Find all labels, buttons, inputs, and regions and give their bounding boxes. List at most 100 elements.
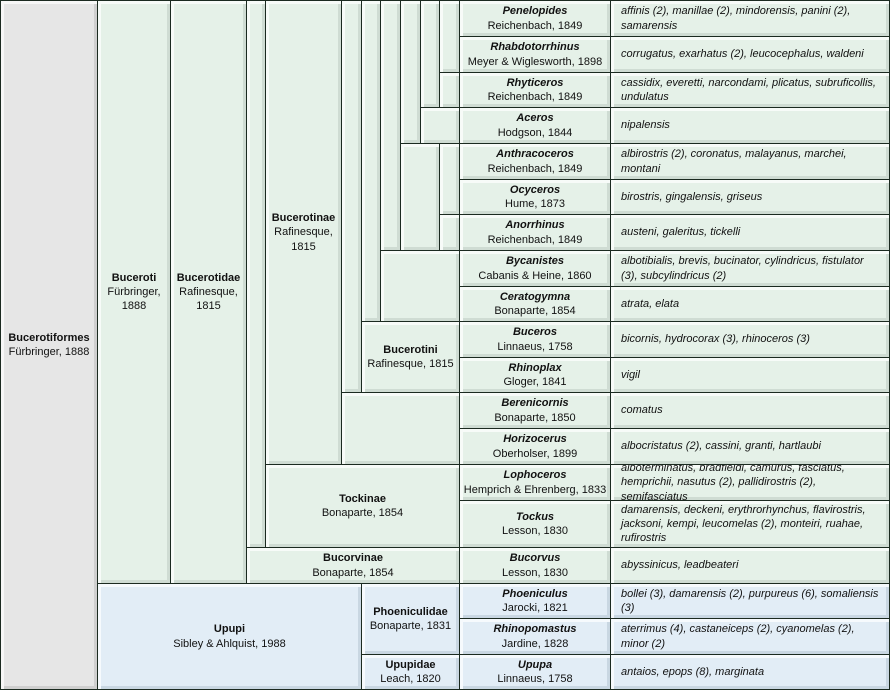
- suborder-buceroti: Buceroti Fürbringer, 1888: [97, 0, 171, 584]
- taxon-author: Rafinesque, 1815: [367, 358, 454, 370]
- species-list: nipalensis: [610, 107, 890, 144]
- genus-name: Aceros: [516, 112, 554, 125]
- taxon-name: Bucerotinae: [271, 212, 336, 225]
- suborder-upupi: Upupi Sibley & Ahlquist, 1988: [97, 583, 362, 690]
- genus-author: Bonaparte, 1854: [494, 305, 576, 317]
- genus-name: Bycanistes: [505, 255, 565, 268]
- species-text: affinis (2), manillae (2), mindorensis, …: [621, 5, 851, 32]
- species-text: aterrimus (4), castaneiceps (2), cyanome…: [621, 623, 855, 650]
- species-text: abyssinicus, leadbeateri: [621, 559, 739, 572]
- taxon-name: Bucerotidae: [176, 271, 241, 284]
- taxon-author: Bonaparte, 1831: [369, 620, 452, 632]
- species-list: bollei (3), damarensis (2), purpureus (6…: [610, 583, 890, 619]
- clade-strip: [439, 0, 460, 73]
- species-list: albirostris (2), coronatus, malayanus, m…: [610, 143, 890, 180]
- genus-author: Cabanis & Heine, 1860: [478, 269, 592, 282]
- species-text: bollei (3), damarensis (2), purpureus (6…: [621, 587, 879, 614]
- species-list: cassidix, everetti, narcondami, plicatus…: [610, 72, 890, 108]
- taxon-author: Bonaparte, 1854: [312, 566, 394, 579]
- order-box: Bucerotiformes Fürbringer, 1888: [0, 0, 98, 690]
- genus-author: Oberholser, 1899: [492, 447, 578, 460]
- clade-box: [341, 392, 460, 465]
- taxon-name: Upupi: [213, 623, 246, 636]
- taxon-author: Leach, 1820: [380, 673, 441, 685]
- clade-strip: [439, 72, 460, 108]
- species-text: bicornis, hydrocorax (3), rhinoceros (3): [621, 333, 810, 346]
- genus-name: Anthracoceros: [496, 148, 574, 161]
- taxon-name: Bucorvinae: [323, 552, 383, 565]
- genus-name: Anorrhinus: [505, 219, 565, 232]
- genus-author: Reichenbach, 1849: [487, 233, 583, 246]
- species-list: corrugatus, exarhatus (2), leucocephalus…: [610, 36, 890, 73]
- clade-strip: [400, 0, 421, 144]
- genus-name: Penelopides: [502, 5, 568, 18]
- genus-name: Horizocerus: [503, 433, 567, 446]
- clade-box: [400, 143, 440, 251]
- genus-author: Linnaeus, 1758: [497, 673, 573, 685]
- species-text: damarensis, deckeni, erythrorhynchus, fl…: [621, 503, 866, 545]
- species-list: austeni, galeritus, tickelli: [610, 214, 890, 251]
- species-text: albirostris (2), coronatus, malayanus, m…: [621, 148, 847, 175]
- species-text: albocristatus (2), cassini, granti, hart…: [621, 440, 821, 453]
- genus-author: Jardine, 1828: [501, 637, 569, 650]
- genus-name: Phoeniculus: [502, 587, 568, 600]
- species-list: affinis (2), manillae (2), mindorensis, …: [610, 0, 890, 37]
- taxon-author: Rafinesque, 1815: [179, 285, 238, 313]
- species-text: comatus: [621, 404, 663, 417]
- genus-author: Hodgson, 1844: [497, 126, 573, 139]
- species-text: birostris, gingalensis, griseus: [621, 190, 763, 203]
- genus-author: Lesson, 1830: [501, 525, 569, 537]
- genus-name: Rhabdotorrhinus: [490, 41, 580, 54]
- taxon-author: Fürbringer, 1888: [107, 285, 161, 313]
- subfamily-bucerotinae: Bucerotinae Rafinesque, 1815: [265, 0, 342, 465]
- subfamily-bucorvinae: Bucorvinae Bonaparte, 1854: [246, 547, 460, 584]
- taxon-name: Bucerotiformes: [8, 331, 90, 344]
- genus-author: Reichenbach, 1849: [487, 91, 583, 103]
- clade-strip: [439, 214, 460, 251]
- genus-author: Reichenbach, 1849: [487, 162, 583, 175]
- species-list: abyssinicus, leadbeateri: [610, 547, 890, 584]
- taxon-author: Rafinesque, 1815: [274, 226, 333, 253]
- clade-strip: [246, 0, 266, 548]
- genus-name: Berenicornis: [501, 397, 569, 410]
- taxon-author: Sibley & Ahlquist, 1988: [173, 637, 286, 650]
- genus-author: Hemprich & Ehrenberg, 1833: [463, 483, 607, 496]
- clade-box: [420, 107, 460, 144]
- genus-author: Linnaeus, 1758: [497, 340, 573, 353]
- genus-name: Ocyceros: [509, 183, 561, 196]
- genus-name: Upupa: [517, 658, 553, 671]
- genus-name: Rhyticeros: [506, 76, 564, 89]
- genus-name: Lophoceros: [503, 469, 567, 482]
- clade-strip: [341, 0, 362, 393]
- species-list: albotibialis, brevis, bucinator, cylindr…: [610, 250, 890, 287]
- species-list: atrata, elata: [610, 286, 890, 322]
- genus-author: Lesson, 1830: [501, 566, 569, 579]
- family-bucerotidae: Bucerotidae Rafinesque, 1815: [170, 0, 247, 584]
- genus-author: Bonaparte, 1850: [494, 411, 576, 424]
- clade-strip: [361, 0, 381, 322]
- taxon-author: Fürbringer, 1888: [8, 346, 90, 358]
- genus-author: Hume, 1873: [505, 198, 565, 210]
- genus-name: Rhinopomastus: [493, 623, 577, 636]
- species-list: aterrimus (4), castaneiceps (2), cyanome…: [610, 618, 890, 655]
- species-list: comatus: [610, 392, 890, 429]
- taxon-name: Buceroti: [111, 271, 157, 284]
- genus-author: Gloger, 1841: [503, 376, 567, 388]
- genus-name: Rhinoplax: [508, 361, 562, 374]
